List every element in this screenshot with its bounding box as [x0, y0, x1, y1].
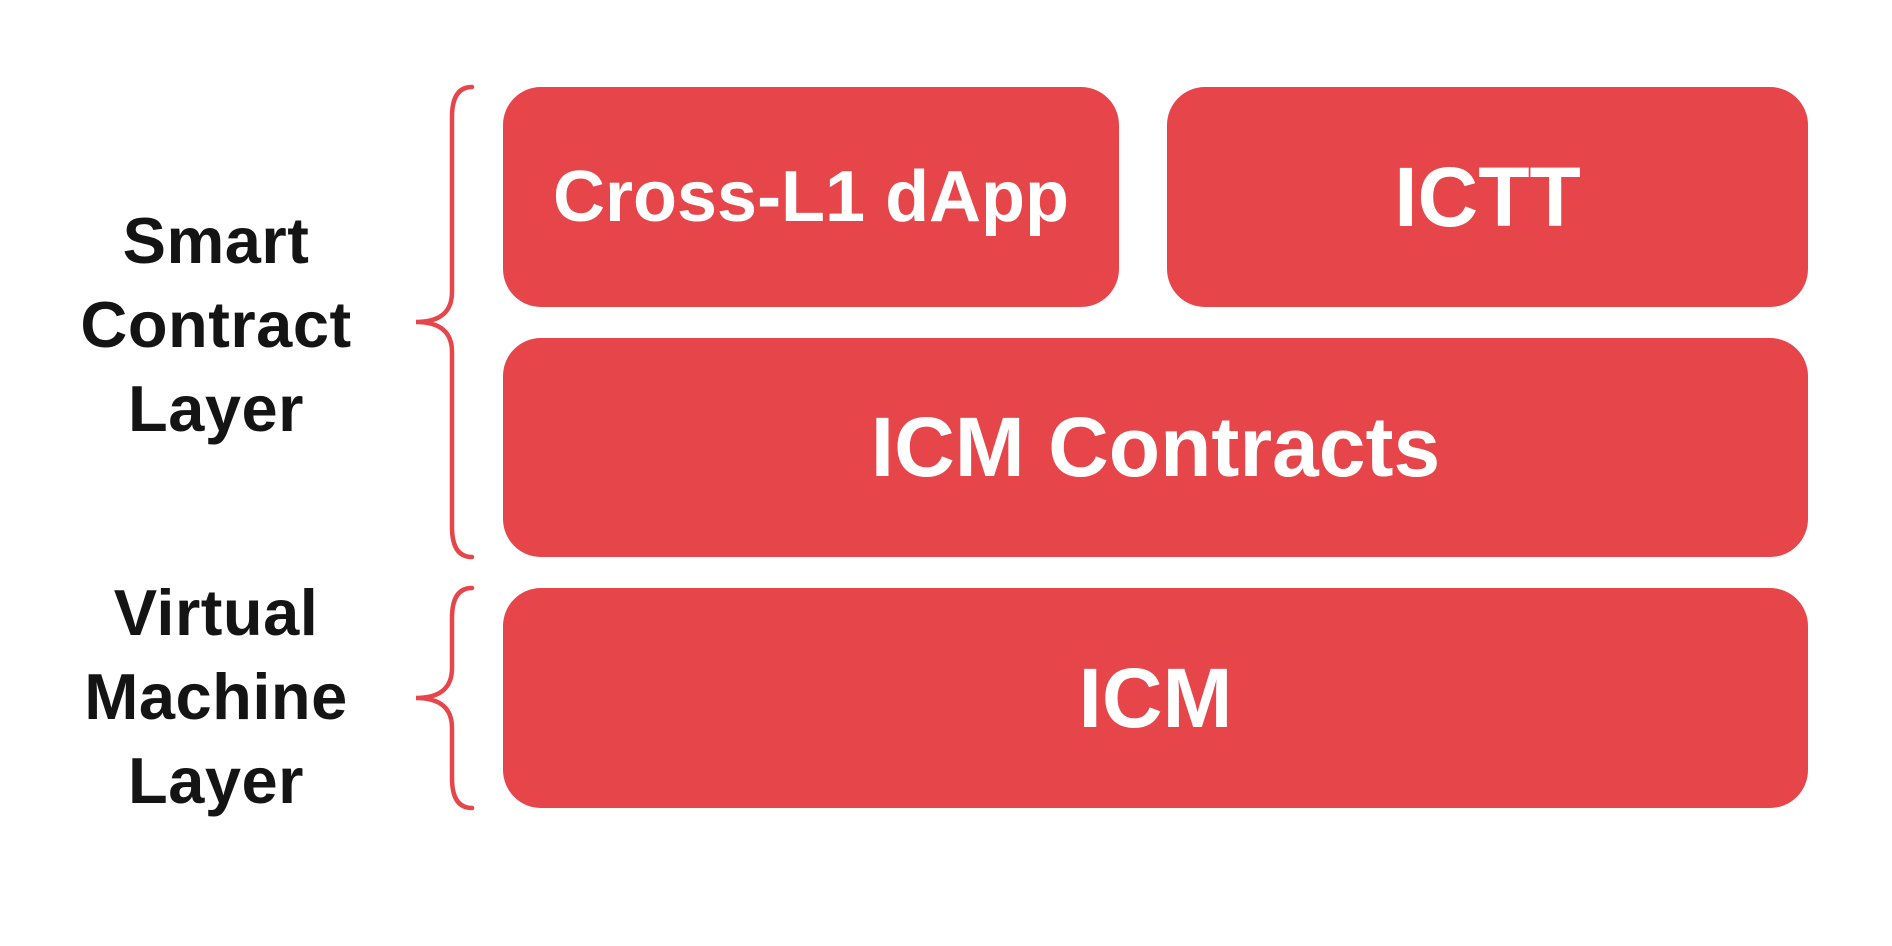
- icm-box: ICM: [503, 588, 1808, 808]
- virtual-machine-layer-label: Virtual Machine Layer: [0, 571, 432, 823]
- cross-l1-dapp-box: Cross-L1 dApp: [503, 87, 1119, 307]
- ictt-box-label: ICTT: [1394, 149, 1581, 244]
- label-line: Layer: [128, 372, 304, 445]
- icm-box-label: ICM: [1078, 650, 1233, 745]
- label-line: Layer: [128, 744, 304, 817]
- label-line: Machine: [84, 660, 348, 733]
- smart-contract-layer-label: Smart Contract Layer: [0, 199, 432, 451]
- virtual-machine-layer-brace-icon: [415, 585, 475, 811]
- smart-contract-layer-brace-icon: [415, 84, 475, 560]
- cross-l1-dapp-box-label: Cross-L1 dApp: [552, 157, 1070, 237]
- label-line: Smart: [122, 204, 310, 277]
- icm-contracts-box: ICM Contracts: [503, 338, 1808, 557]
- label-line: Contract: [80, 288, 352, 361]
- ictt-box: ICTT: [1167, 87, 1808, 307]
- label-line: Virtual: [113, 576, 319, 649]
- icm-contracts-box-label: ICM Contracts: [870, 400, 1441, 494]
